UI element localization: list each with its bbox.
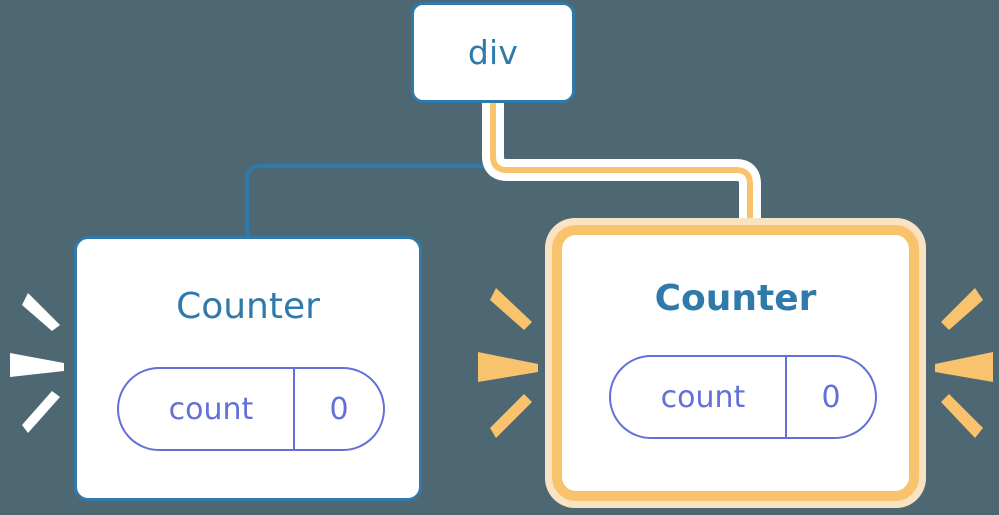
state-key-label: count [660, 379, 746, 415]
state-pill-counter-left: count 0 [117, 367, 385, 451]
state-pill-counter-right: count 0 [609, 355, 877, 439]
ray-icon [490, 288, 532, 330]
ray-icon [935, 352, 993, 382]
state-value-label: 0 [293, 369, 383, 449]
state-key-label: count [168, 391, 254, 427]
ray-icon [478, 352, 538, 382]
state-value-label: 0 [785, 357, 875, 437]
sparkle-rays-right-inner-left [478, 288, 538, 438]
edge-div-to-counter-left [245, 98, 495, 242]
node-counter-right-title: Counter [654, 278, 817, 319]
node-counter-right[interactable]: Counter count 0 [552, 225, 919, 501]
ray-icon [941, 288, 983, 330]
ray-icon [941, 394, 983, 438]
node-div[interactable]: div [411, 2, 575, 103]
edge-div-to-counter-right [490, 100, 753, 236]
sparkle-rays-right-outer [935, 288, 993, 438]
node-counter-left[interactable]: Counter count 0 [74, 236, 422, 501]
sparkle-rays-left-outer [10, 293, 64, 433]
ray-icon [22, 293, 60, 331]
node-counter-right-highlight-halo: Counter count 0 [545, 218, 926, 508]
node-counter-left-title: Counter [176, 286, 320, 327]
ray-icon [10, 353, 64, 377]
node-div-title: div [467, 33, 519, 72]
ray-icon [22, 391, 60, 433]
ray-icon [490, 394, 532, 438]
